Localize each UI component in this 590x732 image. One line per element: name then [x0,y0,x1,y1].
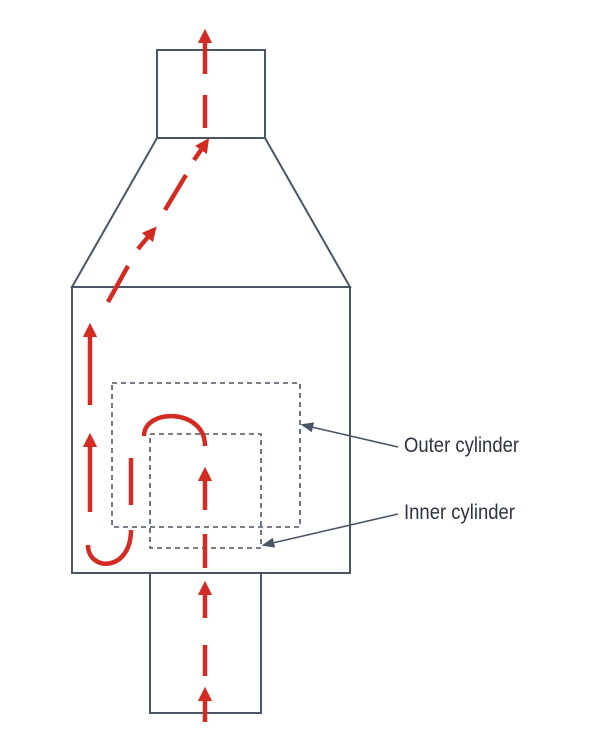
outer-cylinder-label: Outer cylinder [404,434,520,457]
cone-section [70,137,352,288]
cone-flow-arrow [136,226,157,251]
inner-cylinder-leader [261,513,399,548]
outer-cylinder-leader [300,422,399,448]
cone-flow-arrow-2 [192,138,210,162]
inner-cylinder-label: Inner cylinder [404,501,515,524]
top-u-turn [141,414,208,447]
bottom-u-turn [85,529,134,566]
gas-flow-path [82,28,213,722]
main-chamber [71,286,351,574]
outer-cylinder [111,382,301,528]
top-outlet-pipe [156,49,266,139]
